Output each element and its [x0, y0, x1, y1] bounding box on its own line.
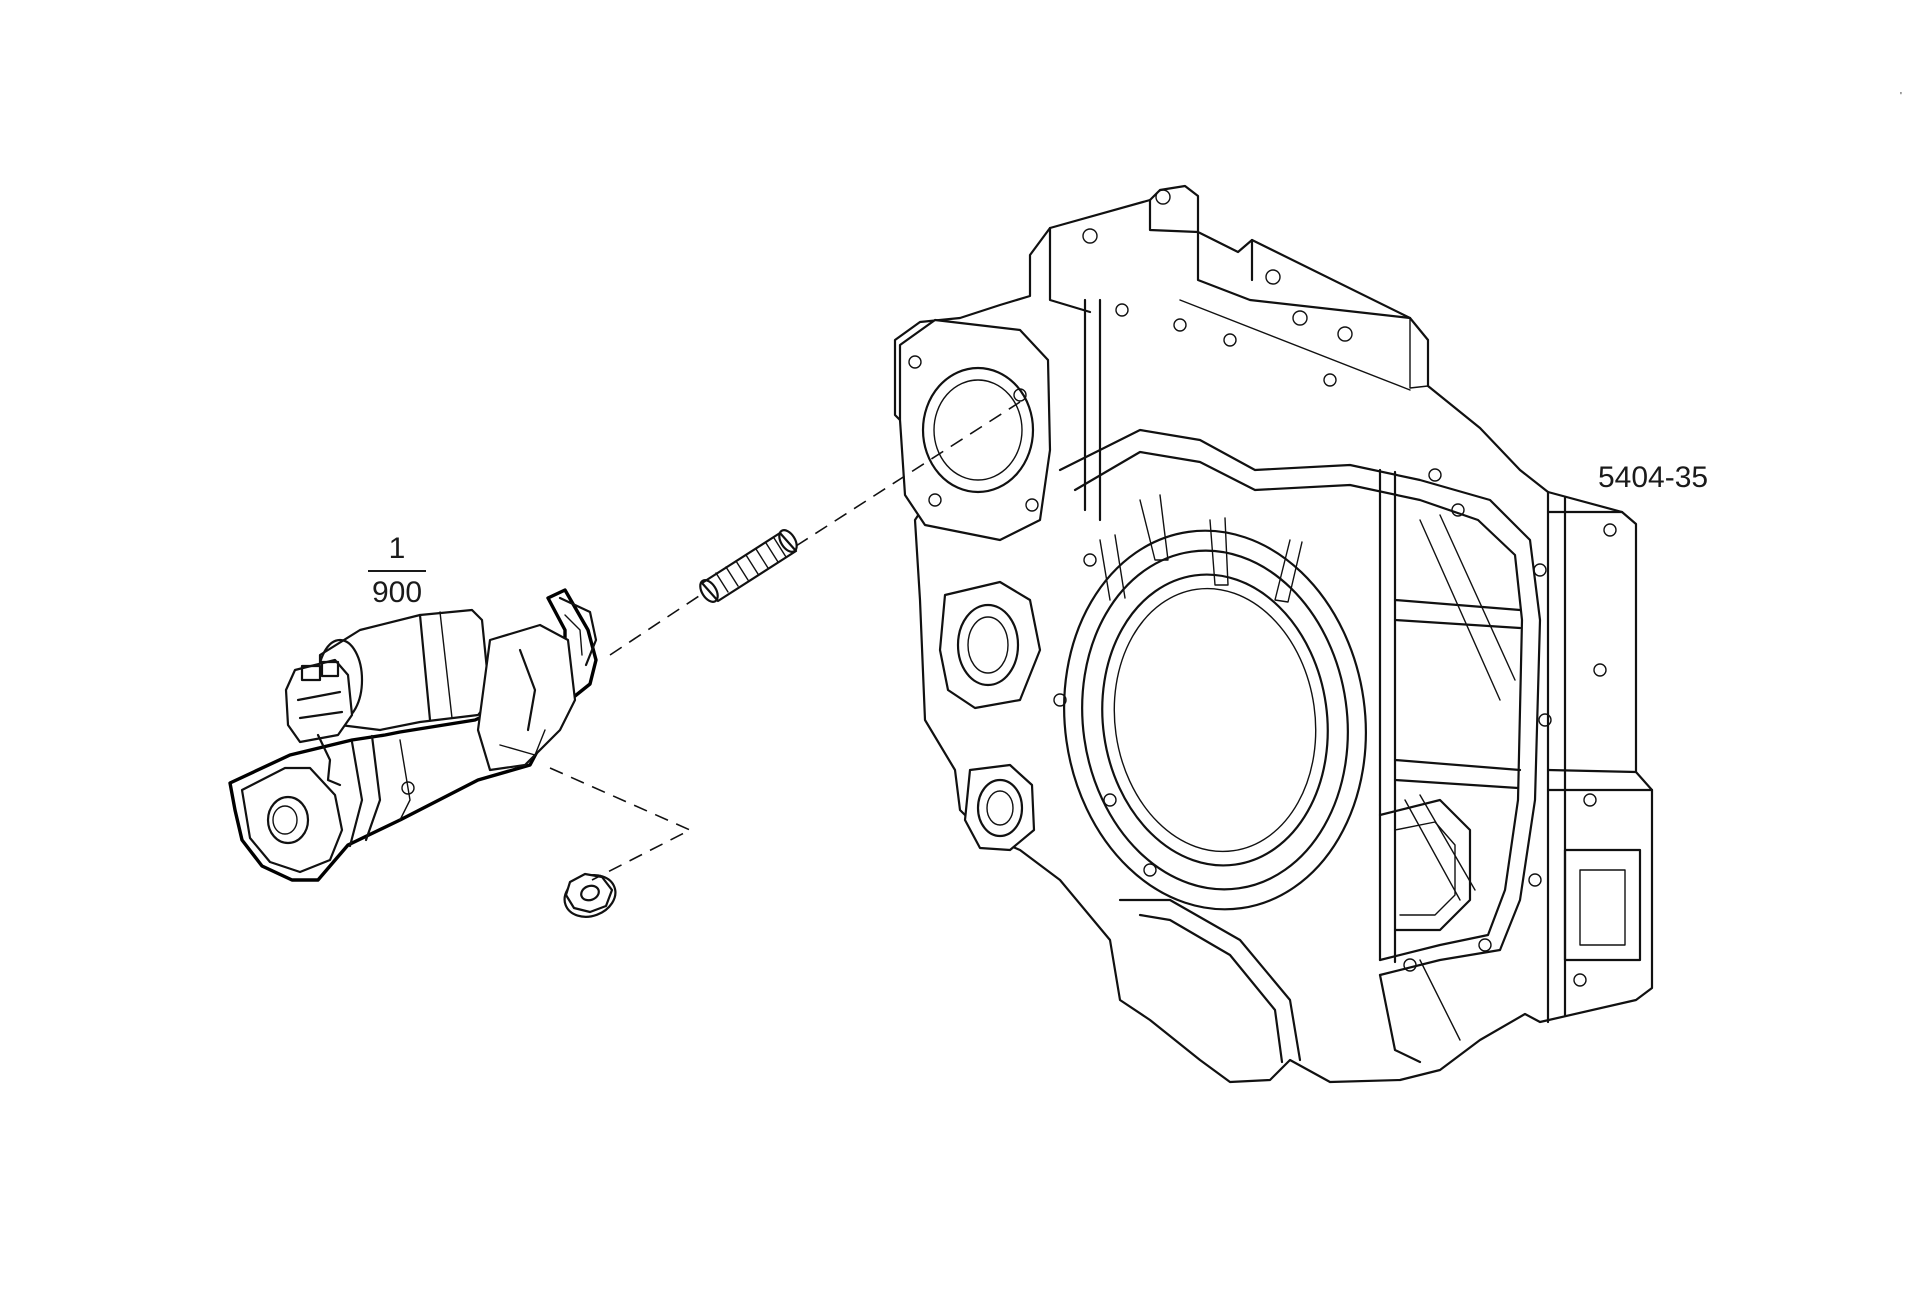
flange-nut[interactable] [559, 868, 622, 923]
item-callout: 1 900 [368, 534, 426, 608]
stud[interactable] [697, 527, 801, 605]
starter-motor[interactable] [228, 588, 598, 882]
callout-divider [368, 570, 426, 572]
item-quantity-code: 900 [371, 576, 423, 609]
item-number: 1 [388, 532, 406, 565]
assembly-lines [549, 401, 1021, 881]
figure-reference-id: 5404-35 [1598, 461, 1709, 494]
corner-mark: ' [1900, 91, 1902, 102]
flywheel-housing[interactable] [893, 184, 1654, 1084]
